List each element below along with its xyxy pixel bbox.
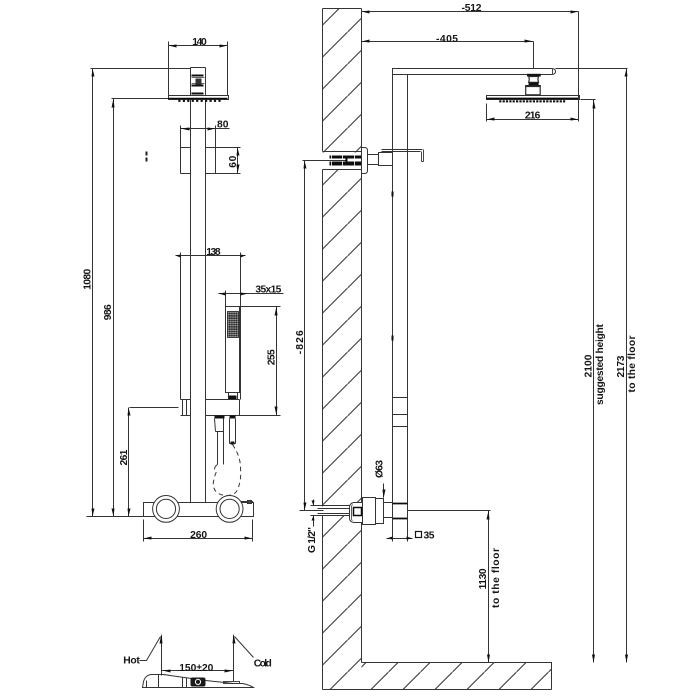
svg-text:255: 255 — [267, 349, 278, 365]
svg-text:261: 261 — [119, 449, 130, 465]
svg-text:138: 138 — [206, 247, 221, 258]
svg-text:to the floor: to the floor — [627, 336, 638, 393]
svg-text:-512: -512 — [462, 3, 482, 14]
svg-text:80: 80 — [217, 119, 229, 130]
svg-text:2173: 2173 — [616, 355, 627, 377]
svg-text:-405: -405 — [436, 34, 458, 45]
svg-text:60: 60 — [228, 155, 239, 167]
svg-text:150±20: 150±20 — [179, 663, 213, 674]
svg-text:2100: 2100 — [583, 354, 594, 377]
svg-text:-826: -826 — [295, 330, 306, 354]
svg-text:Ø63: Ø63 — [374, 460, 385, 478]
svg-text:140: 140 — [192, 37, 207, 48]
svg-text:35x15: 35x15 — [255, 285, 281, 296]
svg-text:1080: 1080 — [83, 269, 94, 290]
svg-text:1130: 1130 — [478, 568, 489, 589]
svg-text:suggested height: suggested height — [595, 323, 606, 405]
svg-text:986: 986 — [103, 304, 114, 320]
svg-text:Hot: Hot — [123, 655, 140, 666]
svg-text:260: 260 — [190, 530, 207, 541]
svg-text:to the floor: to the floor — [491, 548, 502, 608]
svg-text:G 1/2": G 1/2" — [307, 527, 318, 553]
svg-text:216: 216 — [525, 111, 541, 122]
svg-text:35: 35 — [424, 530, 435, 541]
svg-text:Cold: Cold — [254, 659, 272, 670]
